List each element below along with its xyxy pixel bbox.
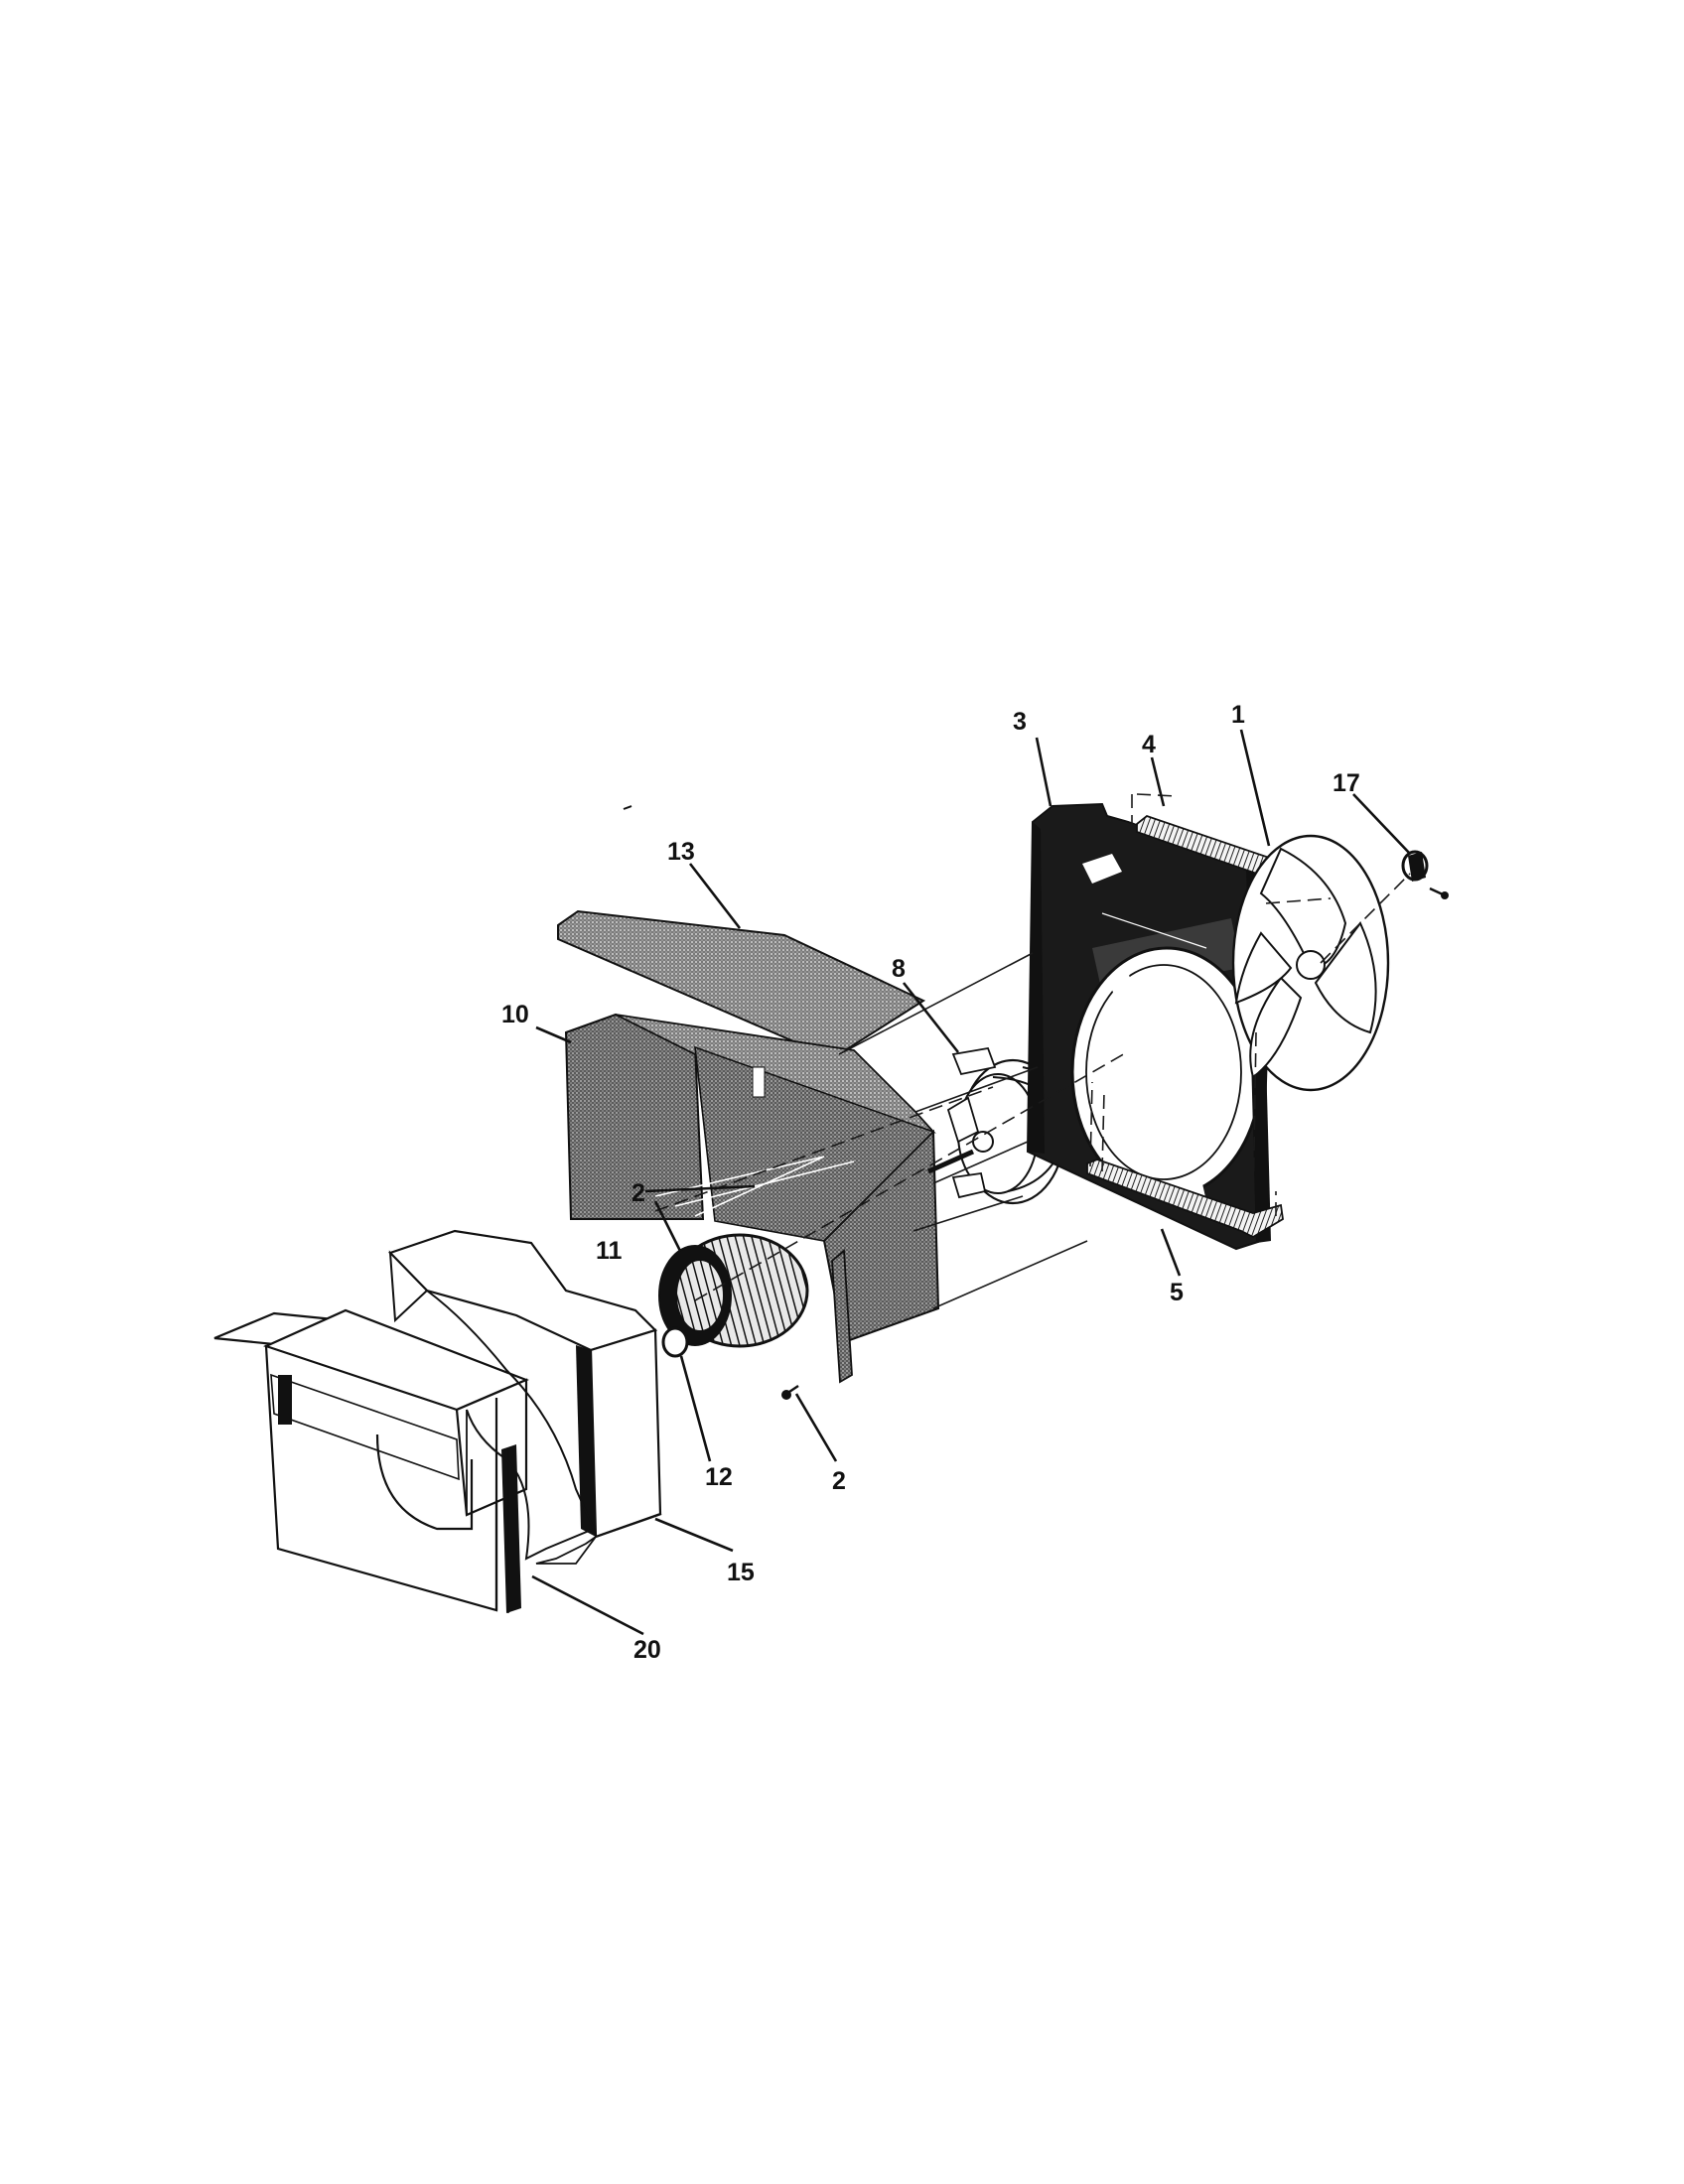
- callout-2-lower: 2: [832, 1467, 846, 1495]
- callout-5: 5: [1170, 1279, 1184, 1306]
- callout-2-upper: 2: [632, 1179, 645, 1207]
- leader-lines: [531, 729, 1411, 1636]
- part-20-front-panel: [213, 1308, 529, 1613]
- part-10-scroll-housing: [564, 1013, 940, 1384]
- part-11-blower-wheel: [658, 1233, 809, 1348]
- callout-4: 4: [1142, 731, 1156, 758]
- part-13-top-panel: [557, 909, 926, 1056]
- part-12-clamp-ring: [661, 1326, 689, 1358]
- callout-13: 13: [667, 838, 695, 866]
- callout-20: 20: [633, 1636, 661, 1664]
- assembly-lines: [654, 793, 1411, 1309]
- callout-10: 10: [501, 1001, 529, 1028]
- part-2-screw: [781, 1385, 799, 1400]
- callout-8: 8: [892, 955, 906, 983]
- callout-15: 15: [727, 1559, 755, 1586]
- callout-1: 1: [1231, 701, 1245, 729]
- part-17-retainer: [1401, 850, 1449, 899]
- callout-17: 17: [1333, 769, 1360, 797]
- part-5-bottom-gasket: [1086, 1159, 1284, 1239]
- callout-3: 3: [1013, 708, 1027, 736]
- callout-12: 12: [705, 1463, 733, 1491]
- callout-labels: 3 4 1 17 13 8 10 2 11 5 12 2 15 20: [501, 701, 1360, 1664]
- part-15-housing: [387, 1229, 662, 1565]
- part-1-fan-blade: [1231, 834, 1390, 1092]
- scan-speck: [623, 805, 632, 810]
- callout-11: 11: [596, 1237, 623, 1265]
